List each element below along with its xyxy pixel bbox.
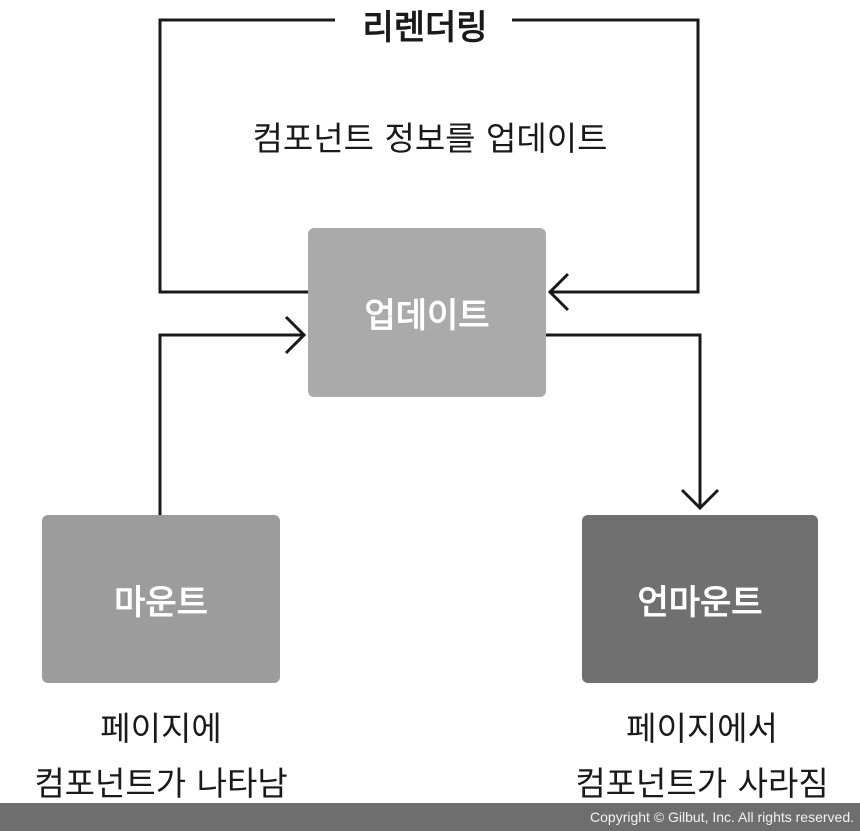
rerender-title: 리렌더링 <box>362 8 488 48</box>
copyright-footer: Copyright © Gilbut, Inc. All rights rese… <box>0 803 860 831</box>
unmount-caption-line1: 페이지에서 <box>626 709 778 748</box>
update-to-unmount-line <box>546 333 702 508</box>
update-box: 업데이트 <box>308 228 546 397</box>
rerender-caption: 컴포넌트 정보를 업데이트 <box>252 119 608 158</box>
mount-caption-line2: 컴포넌트가 나타남 <box>34 764 288 803</box>
unmount-box: 언마운트 <box>582 515 818 683</box>
unmount-caption-line2: 컴포넌트가 사라짐 <box>575 764 829 803</box>
mount-to-update-arrowhead <box>284 315 307 355</box>
mount-to-update-line <box>158 333 304 515</box>
copyright-text: Copyright © Gilbut, Inc. All rights rese… <box>590 809 854 825</box>
rerender-loop-right <box>512 18 700 294</box>
mount-box: 마운트 <box>42 515 280 683</box>
mount-caption-line1: 페이지에 <box>100 709 222 748</box>
update-label: 업데이트 <box>364 296 490 336</box>
update-to-unmount-arrowhead <box>680 488 720 511</box>
rerender-loop-left <box>158 18 335 294</box>
rerender-arrowhead <box>547 272 570 312</box>
mount-label: 마운트 <box>114 582 208 623</box>
unmount-label: 언마운트 <box>637 582 763 623</box>
